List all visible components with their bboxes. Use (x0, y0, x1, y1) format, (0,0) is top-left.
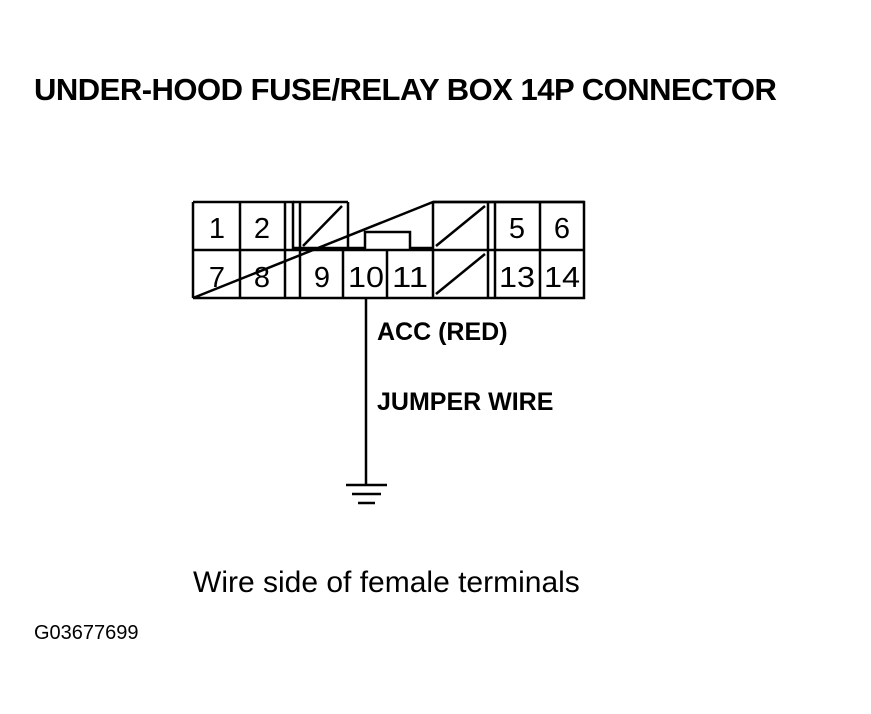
jumper-wire-label: JUMPER WIRE (377, 388, 554, 416)
connector-outline (191, 200, 586, 300)
terminal-2: 2 (254, 213, 270, 245)
terminal-14: 14 (544, 262, 580, 294)
terminal-1: 1 (209, 213, 225, 245)
diagram-title: UNDER-HOOD FUSE/RELAY BOX 14P CONNECTOR (34, 72, 777, 107)
terminal-5: 5 (509, 213, 525, 245)
acc-wire-label: ACC (RED) (377, 318, 508, 346)
figure-id: G03677699 (34, 622, 139, 644)
view-caption: Wire side of female terminals (193, 566, 580, 599)
terminal-13: 13 (499, 262, 535, 294)
ground-symbol (346, 483, 387, 505)
terminal-8: 8 (254, 262, 270, 294)
terminal-7: 7 (209, 262, 225, 294)
terminal-6: 6 (554, 213, 570, 245)
terminal-9: 9 (314, 262, 330, 294)
terminal-10: 10 (348, 262, 384, 294)
terminal-numbers: 1 2 5 6 7 8 9 10 11 13 14 (209, 213, 580, 294)
terminal-11: 11 (392, 262, 428, 294)
